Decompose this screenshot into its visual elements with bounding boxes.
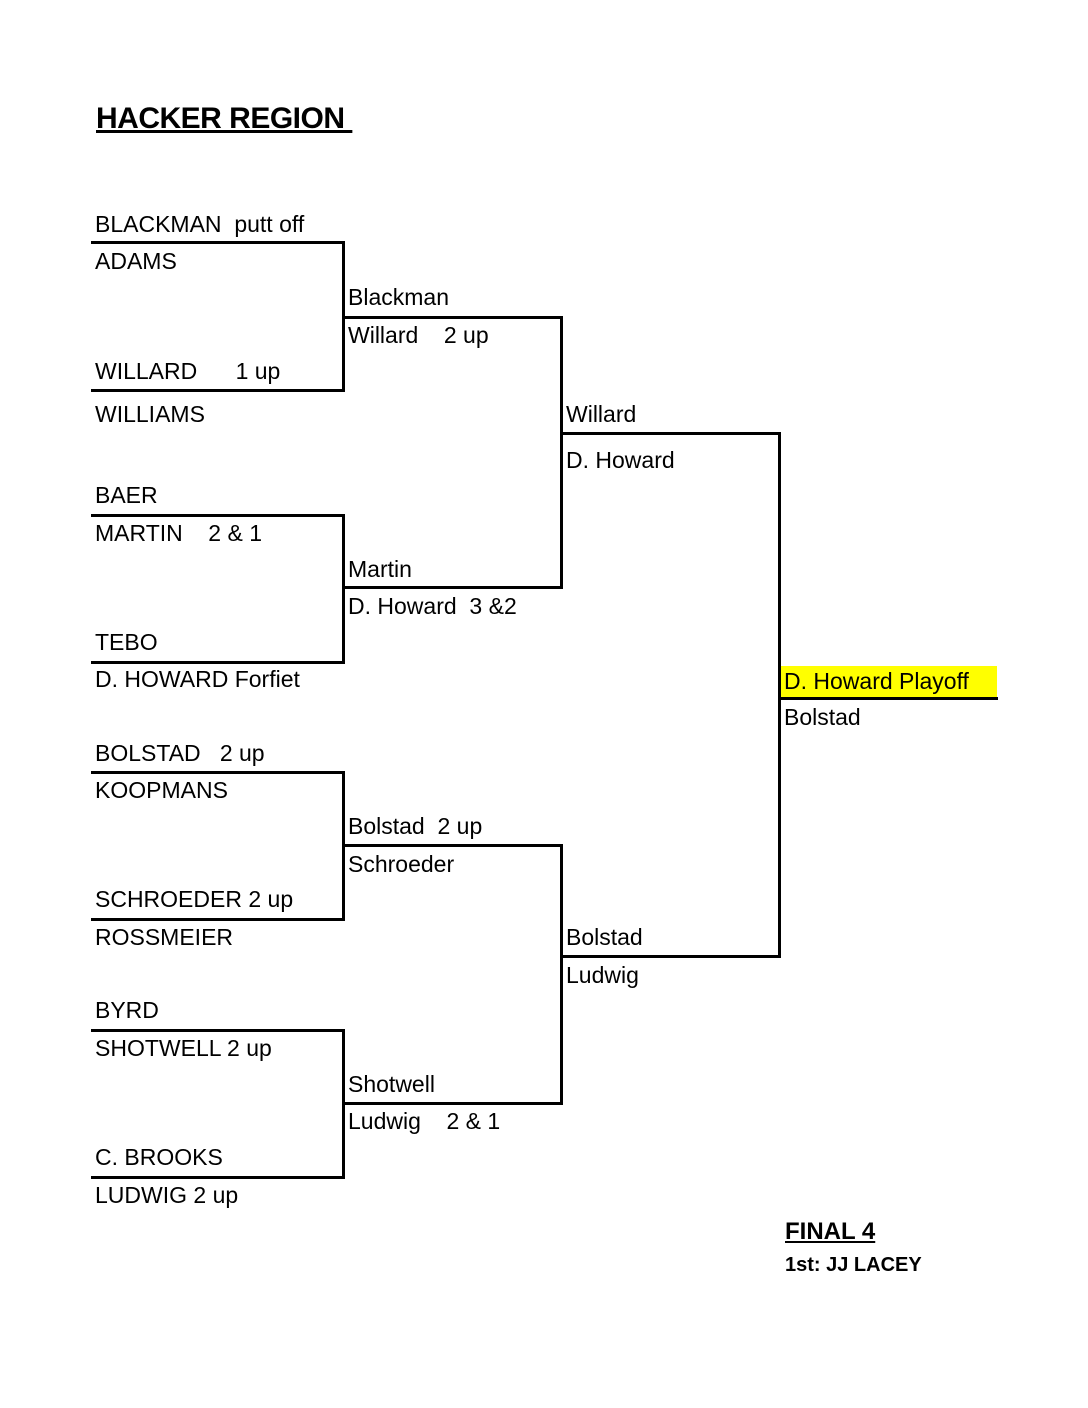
bracket-line [560, 316, 563, 589]
final-entry-highlighted: D. Howard Playoff [781, 666, 997, 697]
bracket-line [342, 241, 345, 392]
final-entry: Bolstad [784, 704, 861, 730]
round3-entry: D. Howard [566, 447, 675, 473]
round1-entry: BAER [95, 482, 158, 508]
bracket-line [562, 955, 781, 958]
page-title: HACKER REGION [96, 102, 353, 135]
bracket-line [91, 389, 345, 392]
bracket-line [562, 432, 781, 435]
round2-entry: Shotwell [348, 1071, 435, 1097]
round1-entry: SHOTWELL 2 up [95, 1035, 272, 1061]
round1-entry: SCHROEDER 2 up [95, 886, 294, 912]
final4-heading: FINAL 4 [785, 1218, 876, 1245]
round1-entry: C. BROOKS [95, 1144, 223, 1170]
round1-entry: BLACKMAN putt off [95, 211, 305, 237]
round1-entry: ADAMS [95, 248, 177, 274]
round2-entry: Bolstad 2 up [348, 813, 483, 839]
bracket-line [344, 316, 563, 319]
bracket-line [91, 1029, 345, 1032]
bracket-line [91, 771, 345, 774]
bracket-line [344, 1102, 563, 1105]
round1-entry: TEBO [95, 629, 158, 655]
bracket-line [778, 432, 781, 958]
round2-entry: Ludwig 2 & 1 [348, 1108, 501, 1134]
bracket-line [342, 514, 345, 664]
round1-entry: MARTIN 2 & 1 [95, 520, 263, 546]
bracket-line [344, 586, 563, 589]
bracket-line [91, 514, 345, 517]
round3-entry: Bolstad [566, 924, 643, 950]
round1-entry: BYRD [95, 997, 159, 1023]
round2-entry: Willard 2 up [348, 322, 489, 348]
round2-entry: D. Howard 3 &2 [348, 593, 517, 619]
round3-entry: Willard [566, 401, 637, 427]
round1-entry: WILLIAMS [95, 401, 205, 427]
round3-entry: Ludwig [566, 962, 639, 988]
round2-entry: Blackman [348, 284, 449, 310]
bracket-line [91, 661, 345, 664]
round1-entry: ROSSMEIER [95, 924, 234, 950]
round1-entry: D. HOWARD Forfiet [95, 666, 300, 692]
bracket-line [342, 771, 345, 921]
bracket-line [780, 697, 998, 700]
round1-entry: BOLSTAD 2 up [95, 740, 265, 766]
round1-entry: WILLARD 1 up [95, 358, 281, 384]
round2-entry: Schroeder [348, 851, 455, 877]
bracket-line [91, 918, 345, 921]
round1-entry: LUDWIG 2 up [95, 1182, 239, 1208]
round1-entry: KOOPMANS [95, 777, 228, 803]
bracket-line [344, 844, 563, 847]
bracket-line [91, 1176, 345, 1179]
bracket-line [342, 1029, 345, 1179]
first-place-note: 1st: JJ LACEY [785, 1254, 922, 1276]
round2-entry: Martin [348, 556, 412, 582]
bracket-line [560, 844, 563, 1105]
bracket-line [91, 241, 345, 244]
